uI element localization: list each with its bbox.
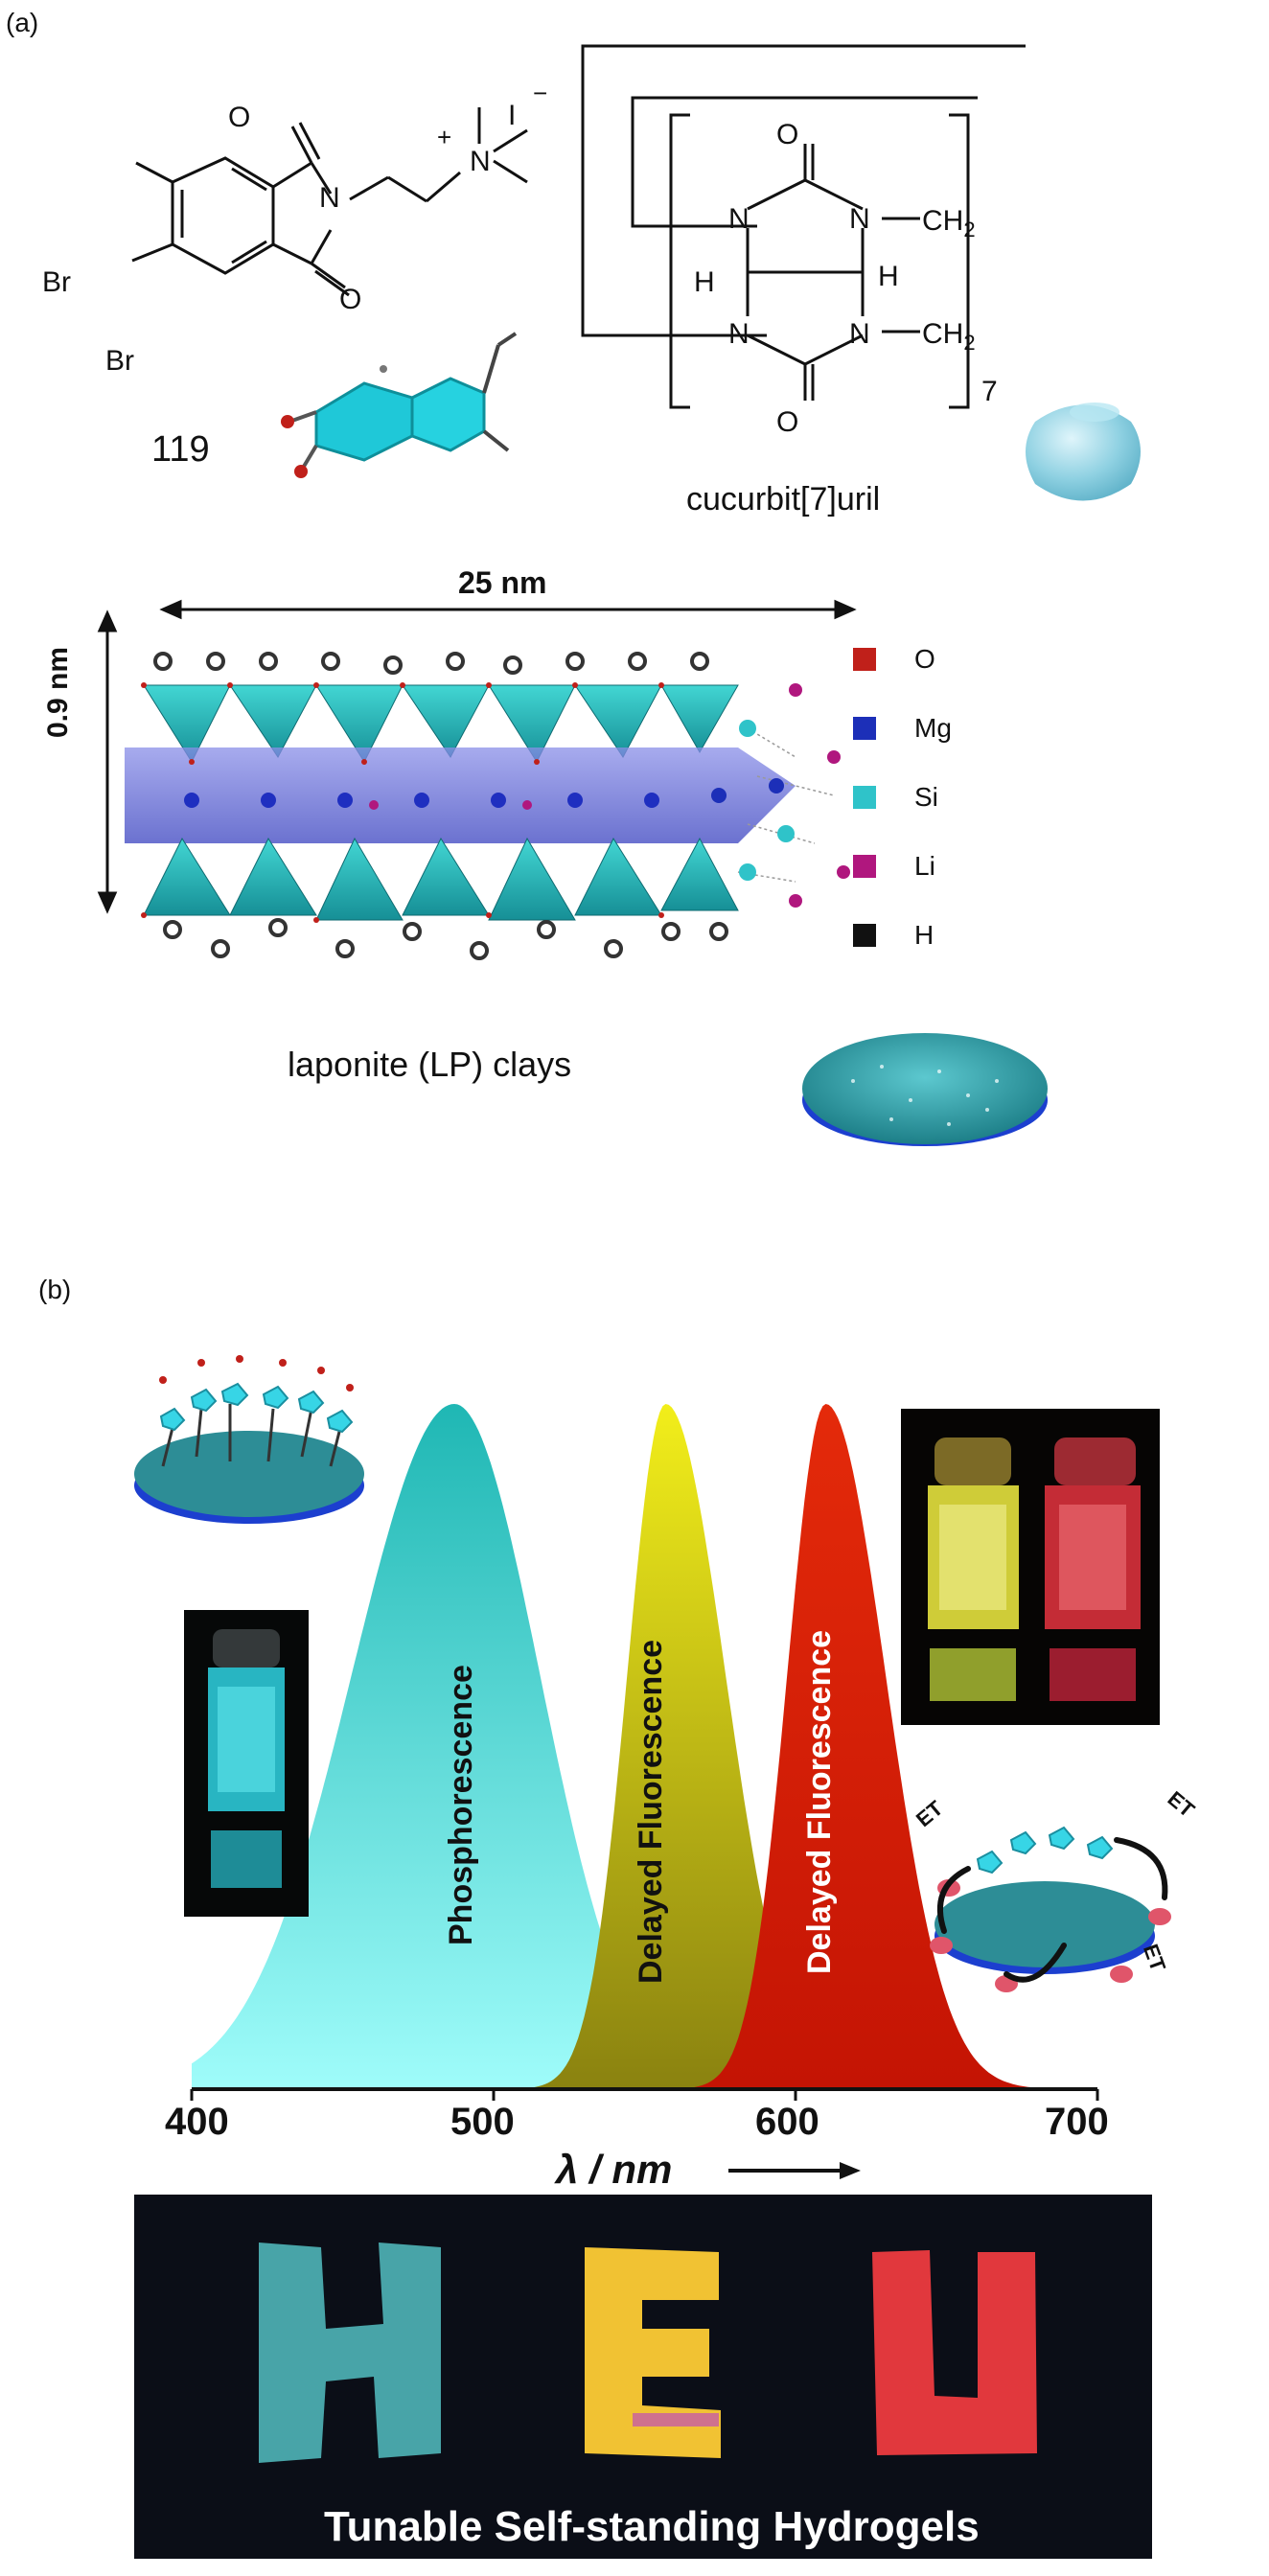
x-axis-label: λ / nm <box>556 2147 673 2192</box>
cb-atom-n3: N <box>728 318 750 350</box>
cucurbituril-structure <box>581 44 1026 409</box>
series-label-phosphorescence: Phosphorescence <box>443 1665 479 1945</box>
legend-mg: Mg <box>853 713 952 744</box>
clay-disc-icon <box>802 1033 1048 1146</box>
x-tick-600: 600 <box>755 2101 819 2143</box>
cb-atom-n2: N <box>849 203 870 235</box>
cb-atom-n1: N <box>728 203 750 235</box>
cb-atom-h2: H <box>878 261 899 292</box>
atom-iodide: I <box>508 100 517 131</box>
legend-si: Si <box>853 782 938 813</box>
laponite-crystal-model <box>125 652 850 960</box>
clay-width-label: 25 nm <box>458 565 547 600</box>
series-label-delayed-fluorescence-red: Delayed Fluorescence <box>801 1629 838 1974</box>
yellow-red-vials-photo <box>901 1409 1160 1725</box>
clay-ligand-assembly-icon <box>134 1355 364 1524</box>
legend-label-si: Si <box>914 782 938 812</box>
atom-n-plus: N <box>470 146 491 177</box>
panel-b-label: (b) <box>38 1275 72 1304</box>
legend-swatch-o <box>853 648 876 671</box>
series-label-delayed-fluorescence-yellow: Delayed Fluorescence <box>633 1639 669 1984</box>
molecule-119-3d-model <box>281 332 518 478</box>
emission-spectrum-chart <box>190 1404 1099 2101</box>
legend-o: O <box>853 644 935 675</box>
legend-label-li: Li <box>914 851 935 881</box>
charge-plus: + <box>437 123 452 151</box>
atom-n-imide: N <box>319 182 340 214</box>
x-tick-700: 700 <box>1045 2101 1109 2143</box>
cb-atom-o-bottom: O <box>776 406 799 438</box>
legend-h: H <box>853 920 934 951</box>
compound-number: 119 <box>151 429 210 470</box>
legend-label-o: O <box>914 644 935 674</box>
spectrum-curve-2 <box>192 1404 1097 2089</box>
energy-transfer-assembly-icon <box>930 1826 1171 1992</box>
x-axis-arrow-icon <box>728 2162 861 2179</box>
cb-atom-h1: H <box>694 266 715 298</box>
cucurbituril-name: cucurbit[7]uril <box>686 481 881 518</box>
legend-li: Li <box>853 851 935 882</box>
atom-br-2: Br <box>105 345 134 377</box>
cb-atom-n4: N <box>849 318 870 350</box>
hydrogels-photo-strip <box>134 2195 1152 2559</box>
spectrum-curve-0 <box>192 1404 1097 2089</box>
atom-o-top: O <box>228 102 251 133</box>
legend-swatch-li <box>853 855 876 878</box>
legend-swatch-si <box>853 786 876 809</box>
clay-name: laponite (LP) clays <box>288 1045 572 1084</box>
atom-o-bottom: O <box>339 284 362 315</box>
cb-atom-o-top: O <box>776 119 799 150</box>
clay-dimension-arrows <box>97 599 857 914</box>
legend-swatch-mg <box>853 717 876 740</box>
x-tick-500: 500 <box>450 2101 515 2143</box>
charge-minus: − <box>533 79 548 107</box>
spectrum-curve-1 <box>192 1404 1097 2089</box>
cb-subscript-7: 7 <box>981 376 998 407</box>
cb-atom-ch2-bottom: CH2 <box>922 318 976 355</box>
legend-label-h: H <box>914 920 934 950</box>
molecule-119-structure <box>131 107 528 297</box>
atom-br-1: Br <box>42 266 71 298</box>
cucurbituril-barrel-icon <box>1026 402 1141 501</box>
panel-a-label: (a) <box>6 8 39 37</box>
cyan-vial-photo <box>184 1610 309 1917</box>
clay-height-label: 0.9 nm <box>42 646 74 738</box>
x-tick-400: 400 <box>165 2101 229 2143</box>
legend-swatch-h <box>853 924 876 947</box>
hydrogels-banner-text: Tunable Self-standing Hydrogels <box>324 2503 980 2550</box>
cb-atom-ch2-top: CH2 <box>922 205 976 242</box>
legend-label-mg: Mg <box>914 713 952 743</box>
